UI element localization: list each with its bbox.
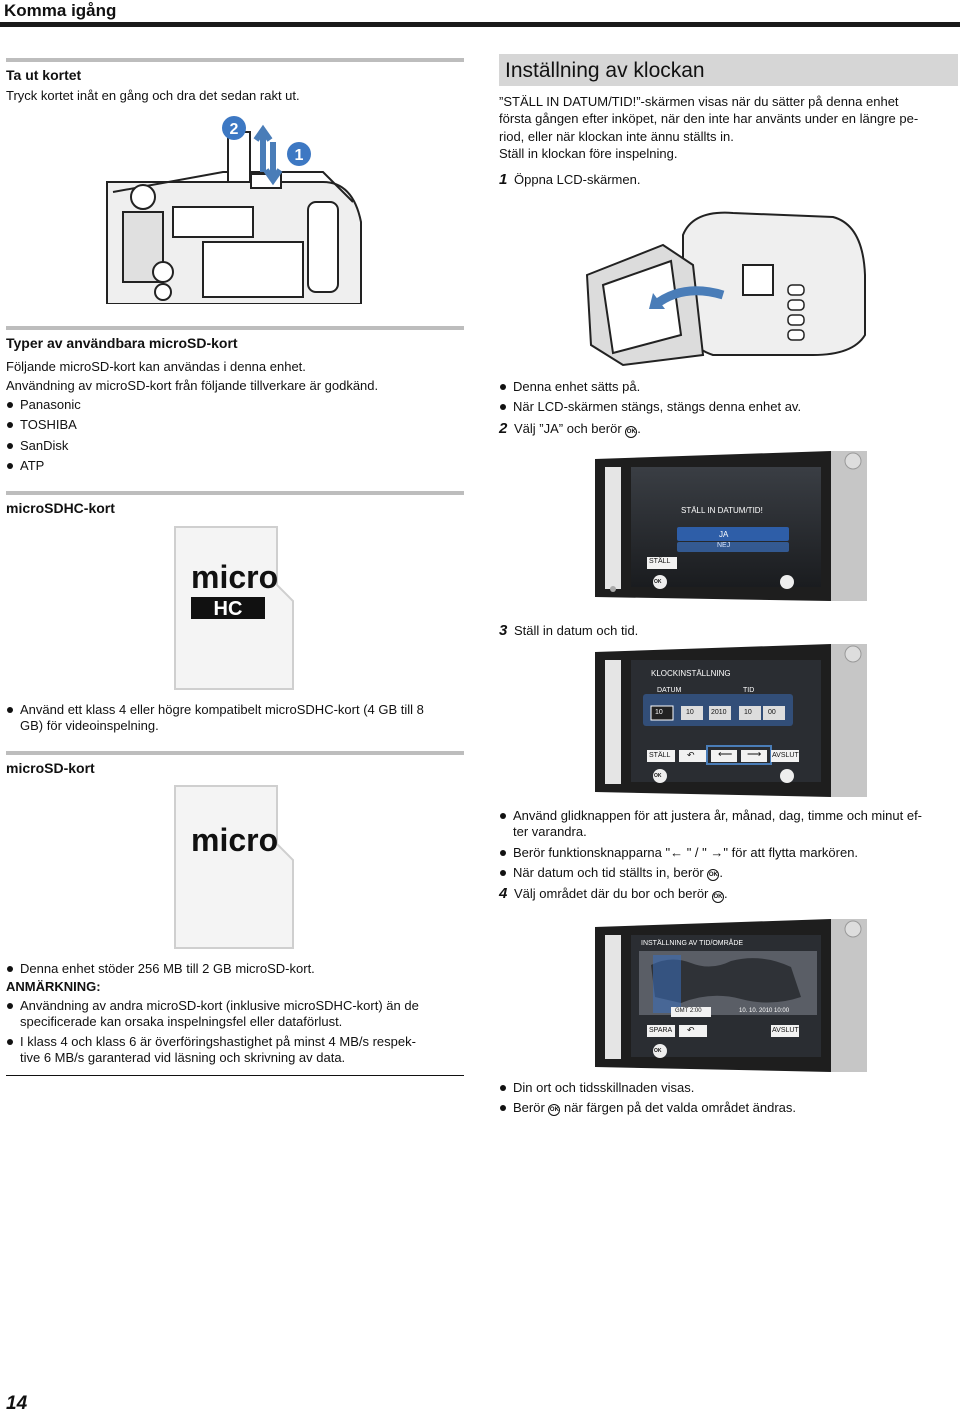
ok-button[interactable]: OK <box>654 579 662 585</box>
list-item: Berör OK när färgen på det valda området… <box>499 1100 958 1117</box>
section-rule <box>6 326 464 330</box>
list-item: Denna enhet stöder 256 MB till 2 GB micr… <box>6 961 464 977</box>
left-arrow-icon[interactable]: ⟵ <box>718 749 733 760</box>
ok-button[interactable]: OK <box>654 773 662 779</box>
list-item: När LCD-skärmen stängs, stängs denna enh… <box>499 399 958 415</box>
exit-button[interactable]: AVSLUT <box>772 1027 799 1034</box>
note-box: Användning av andra microSD-kort (inklus… <box>6 998 464 1076</box>
set-date-screen: STÄLL IN DATUM/TID! JA NEJ STÄLL OK <box>591 449 871 604</box>
time-area-screen: INSTÄLLNING AV TID/OMRÅDE GMT 2:00 10. 1… <box>591 917 871 1075</box>
sd-section: microSD-kort <box>6 751 464 778</box>
intro-line1: ”STÄLL IN DATUM/TID!”-skärmen visas när … <box>499 94 899 109</box>
eject-text: Tryck kortet inåt en gång och dra det se… <box>6 87 300 103</box>
types-section: Typer av användbara microSD-kort Följand… <box>6 326 464 478</box>
sdhc-bullets: Använd ett klass 4 eller högre kompatibe… <box>6 699 464 739</box>
section-rule <box>6 58 464 62</box>
current-datetime: 10. 10. 2010 10:00 <box>739 1008 790 1014</box>
list-item: I klass 4 och klass 6 är överföringshast… <box>6 1034 464 1067</box>
hour-field[interactable]: 10 <box>744 709 752 716</box>
section-rule <box>6 491 464 495</box>
step-4: 4 Välj området där du bor och berör OK. <box>499 885 728 903</box>
section-rule <box>6 751 464 755</box>
page-header: Komma igång <box>0 0 960 32</box>
hc-logo-text: HC <box>214 598 243 620</box>
microsdhc-card-image: micro HC <box>174 526 294 690</box>
left-column: Ta ut kortet Tryck kortet inåt en gång o… <box>6 58 464 104</box>
list-item: Din ort och tidsskillnaden visas. <box>499 1080 958 1096</box>
header-title: Komma igång <box>4 1 117 20</box>
page-number: 14 <box>6 1393 28 1413</box>
types-line1: Följande microSD-kort kan användas i den… <box>6 358 306 374</box>
exit-button[interactable]: AVSLUT <box>772 752 799 759</box>
ok-icon: OK <box>625 425 638 438</box>
clock-heading: Inställning av klockan <box>499 54 958 86</box>
step3-bullets: Använd glidknappen för att justera år, m… <box>499 805 958 904</box>
step-1: 1 Öppna LCD-skärmen. <box>499 171 641 188</box>
ok-icon: OK <box>548 1104 561 1117</box>
list-item: Panasonic <box>6 397 464 413</box>
ok-button[interactable]: OK <box>654 1048 662 1054</box>
sd-title: microSD-kort <box>6 760 95 776</box>
intro-line3: riod, eller när klockan inte ännu ställt… <box>499 128 734 144</box>
year-field[interactable]: 2010 <box>711 709 727 716</box>
right-arrow-icon[interactable]: ⟶ <box>747 749 762 760</box>
list-item: TOSHIBA <box>6 417 464 433</box>
micro-logo-text: micro <box>191 822 278 858</box>
screen-title: STÄLL IN DATUM/TID! <box>681 506 763 515</box>
list-item: Berör funktionsknapparna "← " / " →" för… <box>499 845 958 861</box>
header-rule <box>0 22 960 27</box>
clock-setting-screen: KLOCKINSTÄLLNING DATUM TID 10 10 2010 10… <box>591 642 871 800</box>
ok-icon: OK <box>712 891 725 903</box>
microsd-card-image: micro <box>174 785 294 949</box>
callout-1: 1 <box>295 147 304 164</box>
right-column: Inställning av klockan ”STÄLL IN DATUM/T… <box>499 54 958 190</box>
list-item: ATP <box>6 458 464 474</box>
date-label: DATUM <box>657 687 682 694</box>
ok-icon: OK <box>707 868 720 881</box>
step4-bullets: Din ort och tidsskillnaden visas. Berör … <box>499 1077 958 1121</box>
gmt-offset: GMT 2:00 <box>675 1008 702 1014</box>
camcorder-open-lcd-illustration <box>583 205 868 368</box>
note-title: ANMÄRKNING: <box>6 979 101 995</box>
list-item: Användning av andra microSD-kort (inklus… <box>6 998 464 1031</box>
list-item: När datum och tid ställts in, berör OK. <box>499 865 958 881</box>
day-field[interactable]: 10 <box>655 709 663 716</box>
list-item: Använd glidknappen för att justera år, m… <box>499 808 958 841</box>
list-item: Denna enhet sätts på. <box>499 379 958 395</box>
sdhc-title: microSDHC-kort <box>6 500 115 516</box>
save-button[interactable]: SPARA <box>649 1027 673 1034</box>
device-frame <box>595 919 867 1072</box>
set-label: STÄLL <box>649 558 671 565</box>
brand-list: Panasonic TOSHIBA SanDisk ATP <box>6 397 464 474</box>
back-icon[interactable]: ↶ <box>687 750 695 760</box>
device-frame <box>595 644 867 797</box>
intro-line4: Ställ in klockan före inspelning. <box>499 145 678 161</box>
month-field[interactable]: 10 <box>686 709 694 716</box>
sd-notes: Denna enhet stöder 256 MB till 2 GB micr… <box>6 958 464 1076</box>
set-label: STÄLL <box>649 752 671 759</box>
back-icon[interactable]: ↶ <box>687 1025 695 1035</box>
step-3: 3 Ställ in datum och tid. <box>499 622 639 639</box>
callout-2: 2 <box>230 121 239 138</box>
step1-bullets: Denna enhet sätts på. När LCD-skärmen st… <box>499 376 958 438</box>
minute-field[interactable]: 00 <box>768 709 776 716</box>
eject-title: Ta ut kortet <box>6 67 82 83</box>
no-option[interactable]: NEJ <box>717 542 731 549</box>
screen-title: KLOCKINSTÄLLNING <box>651 669 731 678</box>
list-item: SanDisk <box>6 438 464 454</box>
time-label: TID <box>743 687 755 694</box>
yes-option[interactable]: JA <box>719 530 729 539</box>
list-item: Använd ett klass 4 eller högre kompatibe… <box>6 702 464 735</box>
sdhc-section: microSDHC-kort <box>6 491 464 518</box>
step-2: 2 Välj ”JA” och berör OK. <box>499 419 641 438</box>
types-title: Typer av användbara microSD-kort <box>6 335 238 351</box>
device-frame <box>595 451 867 601</box>
screen-title: INSTÄLLNING AV TID/OMRÅDE <box>641 940 744 947</box>
types-line2: Användning av microSD-kort från följande… <box>6 377 379 393</box>
micro-logo-text: micro <box>191 559 278 595</box>
card-slot-illustration: 2 1 <box>103 112 365 304</box>
intro-line2: första gången efter inköpet, när den int… <box>499 111 919 127</box>
